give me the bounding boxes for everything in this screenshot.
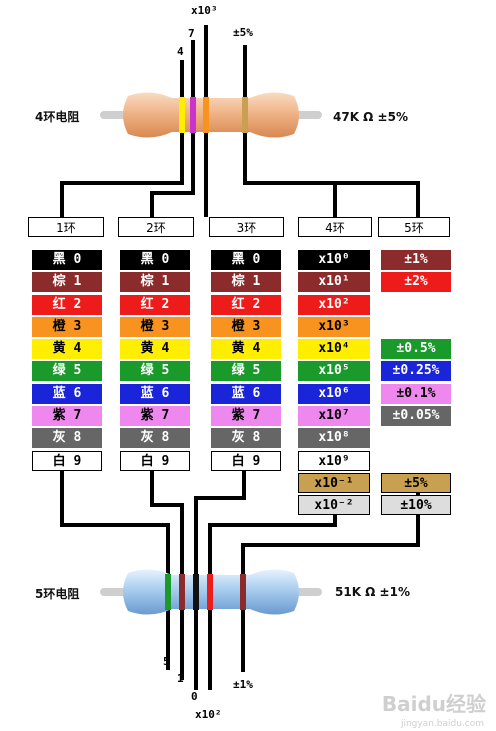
multiplier-cell-orange: x10³	[298, 316, 370, 337]
digit-cell-orange: 橙 3	[32, 316, 102, 337]
tolerance-gap	[381, 317, 451, 337]
digit-cell-yellow: 黄 4	[32, 339, 102, 360]
watermark-url: jingyan.baidu.com	[400, 719, 484, 729]
digit-cell-black: 黑 0	[211, 250, 281, 270]
multiplier-cell-gray: x10⁸	[298, 428, 370, 449]
tolerance-cell-gray: ±0.05%	[381, 406, 451, 427]
digit-cell-green: 绿 5	[211, 361, 281, 382]
tolerance-cell-green: ±0.5%	[381, 339, 451, 360]
digit-cell-white: 白 9	[120, 450, 190, 471]
bot-band-5	[240, 574, 246, 610]
digit-cell-blue: 蓝 6	[211, 383, 281, 404]
top-band-2	[190, 97, 196, 133]
digit-cell-violet: 紫 7	[211, 406, 281, 427]
header-band4: 4环	[298, 217, 372, 237]
bottom-resistor-title: 5环电阻	[35, 587, 80, 601]
multiplier-cell-black: x10⁰	[298, 250, 370, 270]
digit-cell-red: 红 2	[32, 294, 102, 315]
bot-pin-label-d2: 1	[177, 672, 184, 685]
multiplier-cell-violet: x10⁷	[298, 406, 370, 427]
tolerance-cell-violet: ±0.1%	[381, 383, 451, 404]
top-pin-label-d1: 4	[177, 45, 184, 58]
digit-cell-blue: 蓝 6	[120, 383, 190, 404]
bot-band-1	[165, 574, 171, 610]
digit-cell-brown: 棕 1	[32, 272, 102, 293]
digit-cell-violet: 紫 7	[120, 406, 190, 427]
bottom-resistor-value: 51K Ω ±1%	[335, 585, 410, 599]
digit-cell-gray: 灰 8	[32, 428, 102, 449]
multiplier-cell-gold: x10⁻¹	[298, 472, 370, 493]
watermark-brand: Baidu经验	[381, 692, 486, 716]
digit-cell-red: 红 2	[120, 294, 190, 315]
top-band-4	[242, 97, 248, 133]
top-band-1	[179, 97, 185, 133]
digit-cell-white: 白 9	[211, 450, 281, 471]
digit-cell-yellow: 黄 4	[211, 339, 281, 360]
top-resistor-value: 47K Ω ±5%	[333, 110, 408, 124]
multiplier-cell-blue: x10⁶	[298, 383, 370, 404]
top-band-3	[203, 97, 209, 133]
digit-cell-white: 白 9	[32, 450, 102, 471]
top-pin-label-mult: x10³	[191, 4, 218, 17]
digit-cell-blue: 蓝 6	[32, 383, 102, 404]
multiplier-cell-yellow: x10⁴	[298, 339, 370, 360]
multiplier-cell-green: x10⁵	[298, 361, 370, 382]
digit-cell-orange: 橙 3	[211, 316, 281, 337]
bot-band-4	[207, 574, 213, 610]
digit-cell-black: 黑 0	[120, 250, 190, 270]
digit-cell-green: 绿 5	[32, 361, 102, 382]
tolerance-gap	[381, 428, 451, 448]
bot-pin-label-mult: x10²	[195, 708, 222, 721]
column-band5: ±1%±2% ±0.5%±0.25%±0.1%±0.05% ±5%±10%	[381, 250, 451, 518]
multiplier-cell-red: x10²	[298, 294, 370, 315]
top-pin-label-tol: ±5%	[233, 26, 253, 39]
multiplier-cell-brown: x10¹	[298, 272, 370, 293]
digit-cell-brown: 棕 1	[211, 272, 281, 293]
digit-cell-orange: 橙 3	[120, 316, 190, 337]
header-band1: 1环	[28, 217, 104, 237]
digit-cell-black: 黑 0	[32, 250, 102, 270]
header-band5: 5环	[378, 217, 450, 237]
tolerance-cell-brown: ±1%	[381, 250, 451, 270]
bot-pin-label-d1: 5	[163, 655, 170, 668]
tolerance-cell-red: ±2%	[381, 272, 451, 293]
top-resistor-title: 4环电阻	[35, 110, 80, 124]
bot-band-3	[193, 574, 199, 610]
digit-cell-gray: 灰 8	[120, 428, 190, 449]
digit-cell-gray: 灰 8	[211, 428, 281, 449]
tolerance-gap	[381, 295, 451, 315]
tolerance-cell-silver: ±10%	[381, 495, 451, 516]
bot-pin-label-d3: 0	[191, 690, 198, 703]
digit-cell-brown: 棕 1	[120, 272, 190, 293]
digit-cell-red: 红 2	[211, 294, 281, 315]
digit-cell-violet: 紫 7	[32, 406, 102, 427]
tolerance-gap	[381, 451, 451, 471]
multiplier-cell-white: x10⁹	[298, 450, 370, 471]
bot-pin-label-tol: ±1%	[233, 678, 253, 691]
tolerance-cell-gold: ±5%	[381, 472, 451, 493]
tolerance-cell-blue: ±0.25%	[381, 361, 451, 382]
top-pin-label-d2: 7	[188, 27, 195, 40]
header-band2: 2环	[118, 217, 194, 237]
header-band3: 3环	[209, 217, 284, 237]
multiplier-cell-silver: x10⁻²	[298, 495, 370, 516]
digit-cell-green: 绿 5	[120, 361, 190, 382]
digit-cell-yellow: 黄 4	[120, 339, 190, 360]
bot-band-2	[179, 574, 185, 610]
wire-top-band5	[250, 181, 420, 217]
